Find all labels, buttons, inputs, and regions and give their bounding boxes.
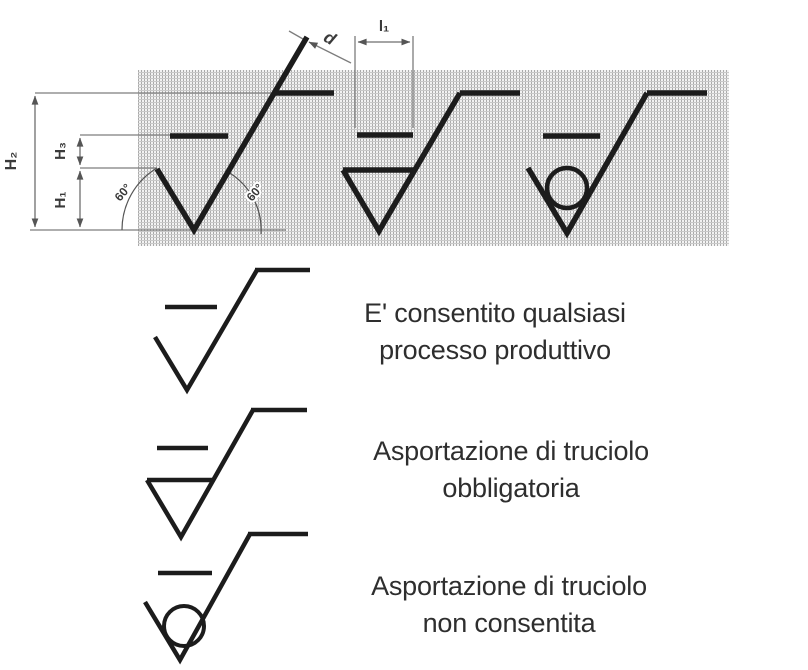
line-thickness-label: d bbox=[321, 27, 340, 49]
caption-line: obbligatoria bbox=[442, 473, 580, 503]
bar-length-label: l₁ bbox=[379, 18, 389, 35]
machining-prohibited-symbol bbox=[143, 531, 308, 665]
left-angle-arc bbox=[121, 167, 158, 231]
caption-line: Asportazione di truciolo bbox=[371, 571, 647, 601]
caption-line: non consentita bbox=[422, 608, 596, 638]
reference-lines bbox=[30, 30, 414, 231]
h3-label: H₃ bbox=[52, 142, 69, 160]
legend-symbols bbox=[143, 267, 310, 665]
h2-label: H₂ bbox=[3, 152, 20, 171]
dimension-lines bbox=[31, 38, 411, 228]
basic-symbol-dimensioned bbox=[154, 35, 334, 236]
caption-line: E' consentito qualsiasi bbox=[364, 298, 626, 328]
machining-required-symbol bbox=[145, 407, 307, 542]
caption-line: Asportazione di truciolo bbox=[373, 436, 649, 466]
basic-symbol bbox=[153, 267, 310, 395]
left-angle-label: 60° bbox=[112, 181, 135, 204]
h1-label: H₁ bbox=[52, 191, 69, 208]
angle-arcs bbox=[121, 167, 262, 235]
machining-required-symbol-on-surface bbox=[340, 90, 520, 237]
circle-glyph bbox=[544, 165, 590, 211]
machining-prohibited-symbol-on-surface bbox=[525, 90, 707, 239]
right-angle-arc bbox=[227, 171, 262, 235]
caption-machining-prohibited: Asportazione di truciolo non consentita bbox=[324, 568, 694, 642]
symbols-on-surface bbox=[154, 35, 707, 239]
caption-line: processo produttivo bbox=[379, 335, 611, 365]
circle-glyph bbox=[162, 604, 206, 648]
caption-machining-required: Asportazione di truciolo obbligatoria bbox=[326, 433, 696, 507]
hatched-material-block bbox=[138, 70, 729, 246]
caption-basic-symbol: E' consentito qualsiasi processo produtt… bbox=[310, 295, 680, 369]
